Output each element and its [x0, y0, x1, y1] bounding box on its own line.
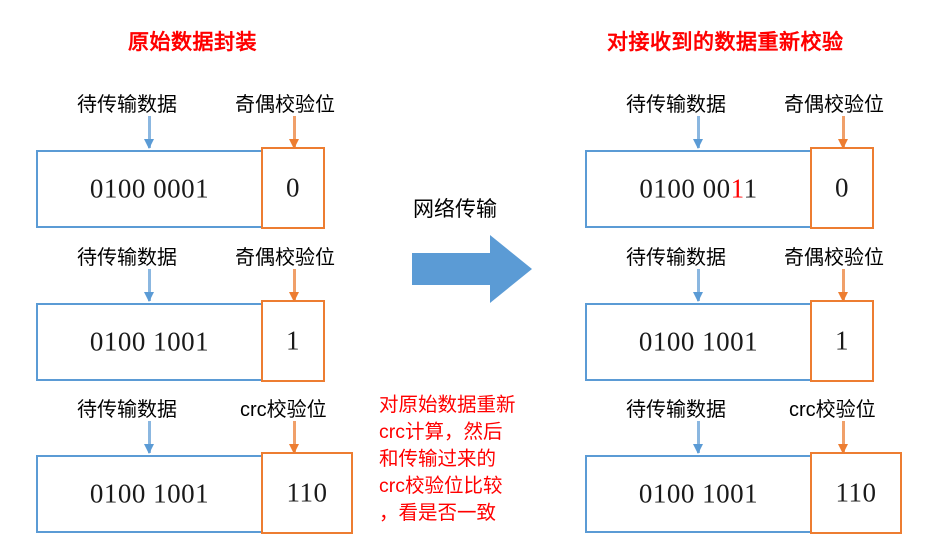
- left-row2-check-label: 奇偶校验位: [235, 247, 335, 269]
- crc-note-line-5: ，看是否一致: [379, 502, 497, 524]
- right-row2-data-box: 0100 1001: [585, 303, 812, 381]
- right-row1-data-suffix: 1: [743, 173, 758, 204]
- right-row3-data-label: 待传输数据: [626, 399, 726, 421]
- right-row3-check-arrow-icon: [838, 421, 848, 454]
- right-row2-data-arrow-icon: [693, 269, 703, 302]
- left-row3-data-arrow-icon: [144, 421, 154, 454]
- right-row1-data-value: 0100 0011: [587, 174, 810, 205]
- left-row3-check-value: 110: [286, 477, 328, 508]
- left-row1-data-arrow-icon: [144, 116, 154, 149]
- left-row2-check-box: 1: [261, 300, 325, 382]
- left-row1-check-label: 奇偶校验位: [235, 94, 335, 116]
- left-row3-data-box: 0100 1001: [36, 455, 263, 533]
- left-row3-data-label: 待传输数据: [77, 399, 177, 421]
- left-row3-data-value: 0100 1001: [89, 478, 210, 509]
- left-row2-data-label: 待传输数据: [77, 247, 177, 269]
- right-section-title: 对接收到的数据重新校验: [607, 31, 844, 54]
- right-row1-check-box: 0: [810, 147, 874, 229]
- right-row2-check-label: 奇偶校验位: [784, 247, 884, 269]
- right-row1-data-label: 待传输数据: [626, 94, 726, 116]
- right-row2-data-value: 0100 1001: [638, 326, 759, 357]
- right-row1-data-prefix: 0100 00: [639, 173, 731, 204]
- crc-note-line-1: 对原始数据重新: [379, 394, 516, 416]
- right-row2-check-arrow-icon: [838, 269, 848, 302]
- right-row3-check-box: 110: [810, 452, 902, 534]
- left-row1-check-box: 0: [261, 147, 325, 229]
- right-row1-data-arrow-icon: [693, 116, 703, 149]
- left-row3-check-arrow-icon: [289, 421, 299, 454]
- left-row2-data-box: 0100 1001: [36, 303, 263, 381]
- crc-note-line-3: 和传输过来的: [379, 448, 497, 470]
- left-row2-check-value: 1: [286, 325, 300, 356]
- transmission-label: 网络传输: [413, 198, 497, 221]
- right-row1-check-arrow-icon: [838, 116, 848, 149]
- left-row3-check-label: crc校验位: [240, 399, 327, 421]
- left-section-title: 原始数据封装: [128, 31, 257, 54]
- right-row2-check-value: 1: [835, 325, 849, 356]
- left-row1-check-arrow-icon: [289, 116, 299, 149]
- right-row3-check-value: 110: [835, 477, 877, 508]
- crc-note-line-2: crc计算，然后: [379, 421, 503, 443]
- right-row3-data-value: 0100 1001: [638, 478, 759, 509]
- crc-explanation-note: 对原始数据重新 crc计算，然后 和传输过来的 crc校验位比较 ，看是否一致: [379, 392, 564, 527]
- right-row3-data-box: 0100 1001: [585, 455, 812, 533]
- right-row1-check-label: 奇偶校验位: [784, 94, 884, 116]
- left-row1-check-value: 0: [286, 172, 300, 203]
- left-row1-data-value: 0100 0001: [89, 173, 210, 204]
- left-row3-check-box: 110: [261, 452, 353, 534]
- right-row3-data-arrow-icon: [693, 421, 703, 454]
- left-row2-data-value: 0100 1001: [89, 326, 210, 357]
- left-row2-data-arrow-icon: [144, 269, 154, 302]
- left-row2-check-arrow-icon: [289, 269, 299, 302]
- right-arrow-icon: [412, 235, 532, 303]
- right-row1-data-box: 0100 0011: [585, 150, 812, 228]
- left-row1-data-label: 待传输数据: [77, 94, 177, 116]
- left-row1-data-box: 0100 0001: [36, 150, 263, 228]
- right-row1-check-value: 0: [835, 172, 849, 203]
- right-row3-check-label: crc校验位: [789, 399, 876, 421]
- right-row1-data-error-bit: 1: [730, 173, 744, 204]
- right-row2-check-box: 1: [810, 300, 874, 382]
- crc-note-line-4: crc校验位比较: [379, 475, 503, 497]
- right-row2-data-label: 待传输数据: [626, 247, 726, 269]
